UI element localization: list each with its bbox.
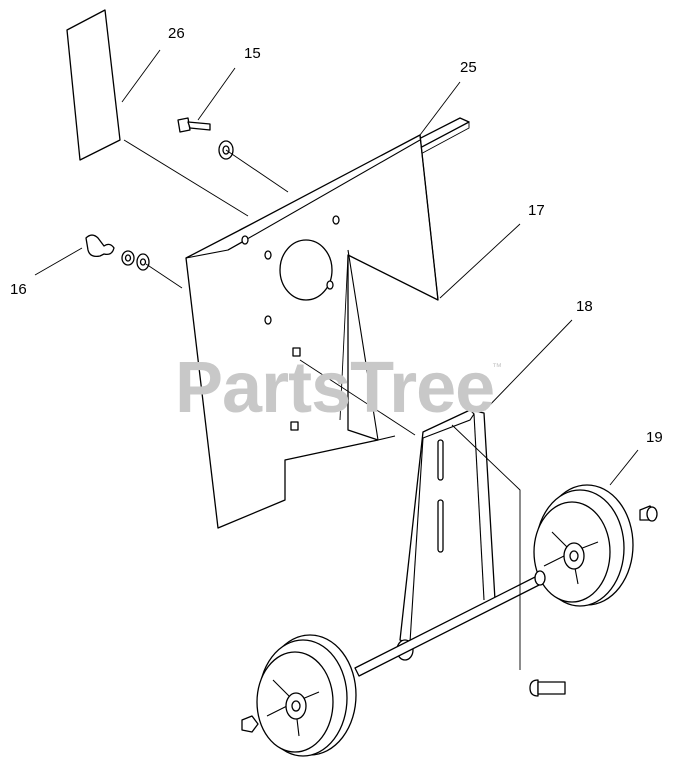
callout-26[interactable]: 26 — [168, 25, 185, 42]
part-16-wingnut[interactable] — [85, 234, 150, 271]
square-hole — [290, 421, 299, 431]
bolt-hole — [326, 280, 334, 290]
part-15-bolt[interactable] — [177, 117, 234, 160]
bolt-hole — [241, 235, 249, 245]
callout-16[interactable]: 16 — [10, 281, 27, 298]
part-19-wheel[interactable] — [533, 484, 658, 607]
slot — [437, 499, 444, 553]
callout-25[interactable]: 25 — [460, 59, 477, 76]
motor-hole — [279, 239, 333, 301]
part-26-decal[interactable] — [66, 9, 121, 161]
bolt-hole — [264, 250, 272, 260]
callout-15[interactable]: 15 — [244, 45, 261, 62]
slot — [437, 439, 444, 481]
bolt-hole — [264, 315, 272, 325]
callout-19[interactable]: 19 — [646, 429, 663, 446]
part-17-plate[interactable] — [185, 134, 439, 529]
front-wheel[interactable] — [241, 634, 357, 757]
callout-17[interactable]: 17 — [528, 202, 545, 219]
leader-lines — [34, 49, 639, 670]
bolt-hole — [332, 215, 340, 225]
watermark-trademark: ™ — [492, 362, 502, 373]
watermark-text: PartsTree — [175, 348, 494, 428]
carriage-bolt[interactable] — [529, 679, 566, 697]
square-hole — [292, 347, 301, 357]
part-18-bracket[interactable] — [396, 409, 496, 661]
callout-18[interactable]: 18 — [576, 298, 593, 315]
